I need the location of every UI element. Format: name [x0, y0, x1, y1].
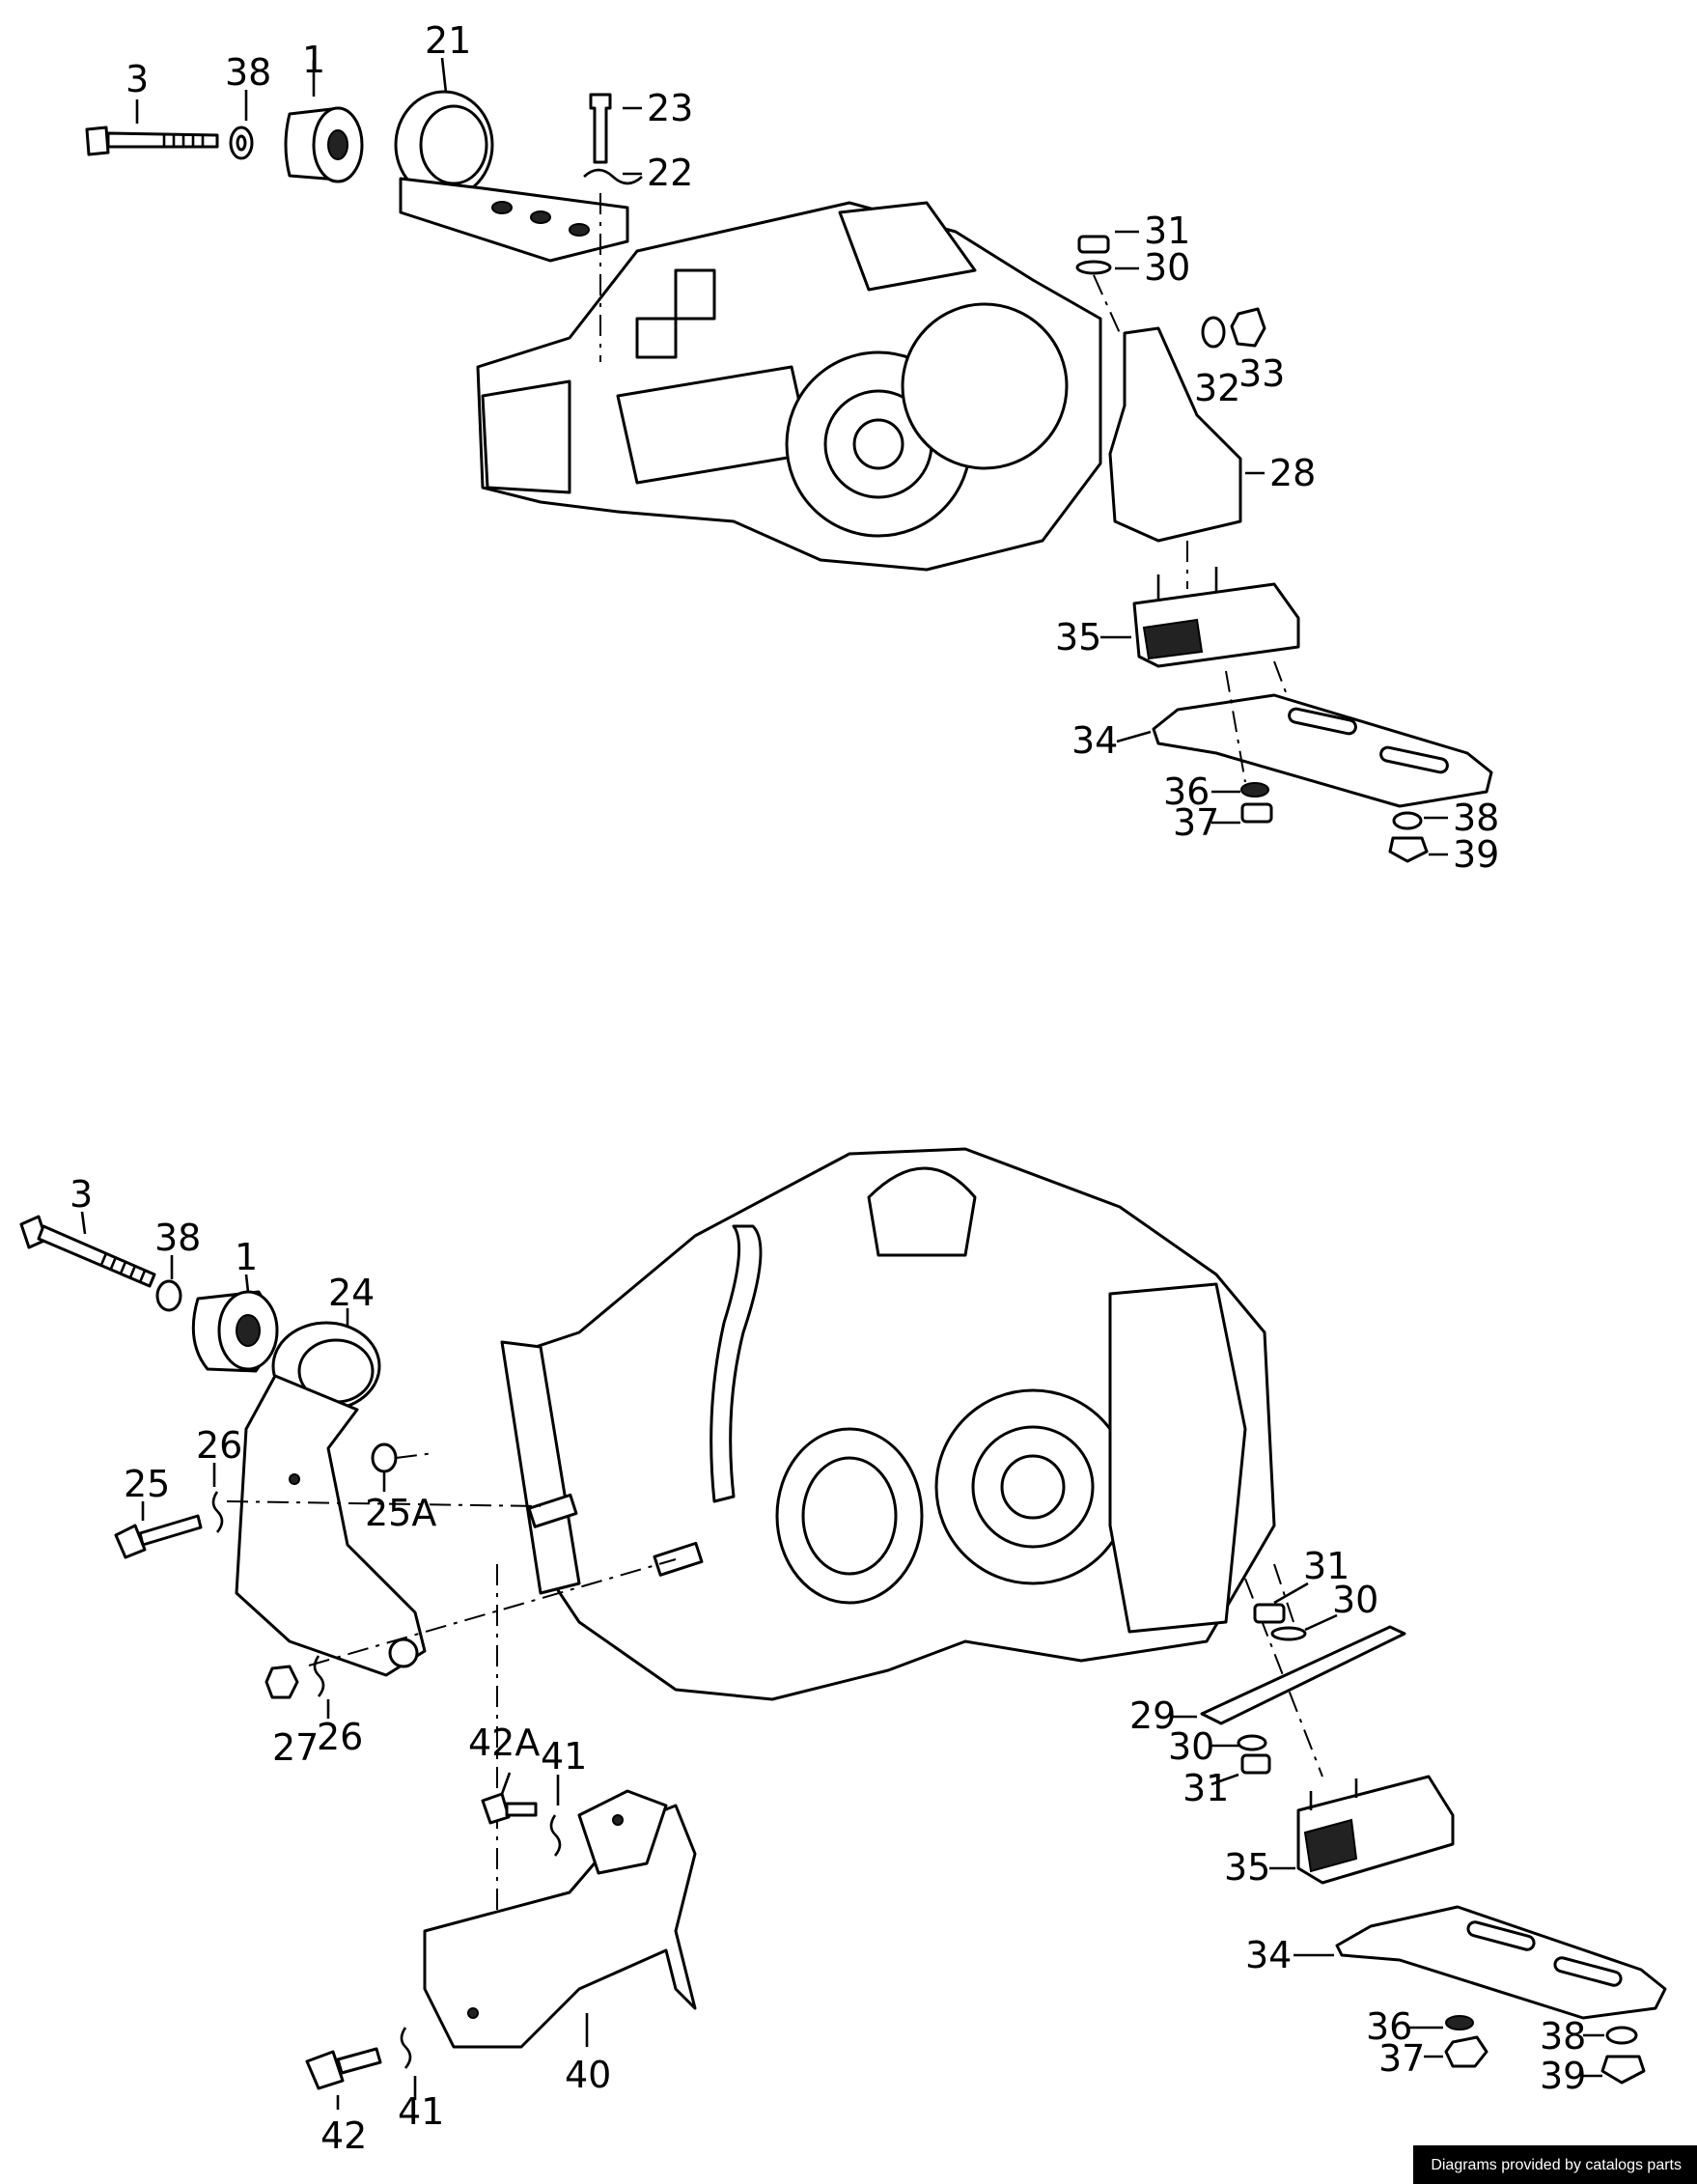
bracket-24	[235, 1321, 427, 1677]
lower-label-1: 1	[235, 1236, 258, 1278]
nut-37-lower	[1444, 2035, 1488, 2068]
lower-label-31-top: 31	[1303, 1545, 1349, 1587]
lower-label-31-bottom: 31	[1182, 1767, 1229, 1809]
lower-label-35: 35	[1224, 1846, 1270, 1889]
upper-label-38: 38	[225, 51, 271, 94]
nut-33	[1230, 307, 1266, 348]
lower-label-37: 37	[1378, 2037, 1425, 2080]
upper-labels: 3 38 1 21 23 22 31 30 32 33 28 35 34 36 …	[125, 19, 1499, 876]
lower-label-41-top: 41	[541, 1735, 587, 1778]
upper-label-30: 30	[1144, 246, 1190, 289]
lower-labels: 3 38 1 24 26 25 25A 26 27 42A 41 31 30 2…	[70, 1173, 1586, 2157]
lower-label-38-right: 38	[1540, 2015, 1586, 2058]
bracket-21	[394, 90, 629, 263]
upper-label-3: 3	[125, 58, 149, 100]
lower-label-24: 24	[328, 1272, 375, 1314]
lower-label-34: 34	[1245, 1934, 1292, 1976]
nut-39-upper	[1388, 836, 1429, 863]
upper-label-37: 37	[1173, 801, 1219, 844]
nut-31-lower-bottom	[1240, 1753, 1271, 1775]
bolt-3	[85, 126, 219, 156]
nut-39-lower	[1600, 2055, 1646, 2085]
credit-banner: Diagrams provided by catalogs parts	[1413, 2145, 1697, 2184]
bushing-1	[284, 106, 364, 183]
lower-label-40: 40	[565, 2054, 611, 2096]
upper-label-23: 23	[647, 87, 693, 129]
lock-washer-22	[583, 168, 643, 185]
bolt-25	[114, 1514, 203, 1559]
bushing-1-lower	[191, 1290, 279, 1373]
lower-label-38: 38	[154, 1217, 201, 1259]
upper-label-1: 1	[302, 39, 325, 81]
lower-label-30-top: 30	[1332, 1579, 1378, 1621]
transmission-lower	[500, 1147, 1276, 1701]
lower-label-30-bottom: 30	[1168, 1725, 1214, 1768]
transmission-upper	[476, 201, 1102, 572]
washer-36-lower	[1445, 2015, 1474, 2030]
washer-38-lower	[155, 1279, 182, 1312]
lower-label-39: 39	[1540, 2055, 1586, 2097]
rubber-mount-35-upper	[1132, 567, 1300, 668]
washer-38-lower-right	[1605, 2026, 1638, 2045]
rubber-mount-35-lower	[1296, 1775, 1455, 1885]
upper-label-33: 33	[1238, 352, 1285, 395]
bolt-3-lower	[19, 1215, 156, 1288]
lock-washer-26-lower	[313, 1655, 325, 1697]
bracket-40	[423, 1789, 697, 2049]
washer-38-upper-right	[1392, 811, 1423, 830]
support-plate-34-lower	[1335, 1905, 1667, 2020]
upper-label-21: 21	[425, 19, 471, 62]
lower-assembly	[19, 1147, 1667, 2110]
upper-label-39: 39	[1453, 833, 1499, 876]
nut-27	[264, 1665, 299, 1699]
support-plate-34-upper	[1152, 693, 1493, 808]
shim-plate-29	[1200, 1625, 1406, 1725]
washer-25A	[371, 1442, 398, 1473]
lower-label-3: 3	[70, 1173, 93, 1216]
lock-washer-41-upper	[549, 1814, 562, 1857]
bolt-42A	[481, 1792, 538, 1825]
washer-36-upper	[1240, 782, 1269, 798]
lower-label-42: 42	[320, 2114, 367, 2157]
upper-label-35: 35	[1055, 616, 1101, 658]
washer-30-lower-top	[1270, 1626, 1307, 1641]
lower-label-29: 29	[1129, 1694, 1176, 1737]
lower-label-41-bottom: 41	[398, 2090, 444, 2133]
upper-assembly	[85, 57, 1493, 863]
upper-label-31: 31	[1144, 210, 1190, 252]
lower-label-36: 36	[1366, 2005, 1412, 2048]
lock-washer-26-upper	[211, 1491, 224, 1533]
upper-label-38-right: 38	[1453, 797, 1499, 839]
bolt-23	[589, 93, 612, 164]
nut-37-upper	[1240, 802, 1273, 824]
nut-31-upper	[1077, 235, 1110, 254]
lower-label-26-bottom: 26	[317, 1716, 363, 1758]
washer-30-upper	[1075, 260, 1112, 275]
lower-label-26-top: 26	[196, 1424, 242, 1467]
upper-label-32: 32	[1194, 367, 1240, 409]
bolt-42	[305, 2047, 382, 2090]
washer-30-lower-bottom	[1237, 1734, 1267, 1751]
upper-label-28: 28	[1269, 452, 1316, 494]
upper-label-34: 34	[1071, 719, 1118, 762]
lock-washer-41-lower	[400, 2027, 412, 2069]
upper-label-22: 22	[647, 152, 693, 194]
lower-label-27: 27	[272, 1726, 319, 1769]
lower-label-42A: 42A	[468, 1722, 540, 1764]
bracket-28	[1108, 326, 1242, 543]
upper-label-36: 36	[1163, 770, 1210, 813]
nut-31-lower-top	[1253, 1603, 1286, 1624]
lower-label-25A: 25A	[365, 1492, 436, 1534]
lower-label-25: 25	[124, 1463, 170, 1505]
washer-32	[1201, 316, 1226, 349]
